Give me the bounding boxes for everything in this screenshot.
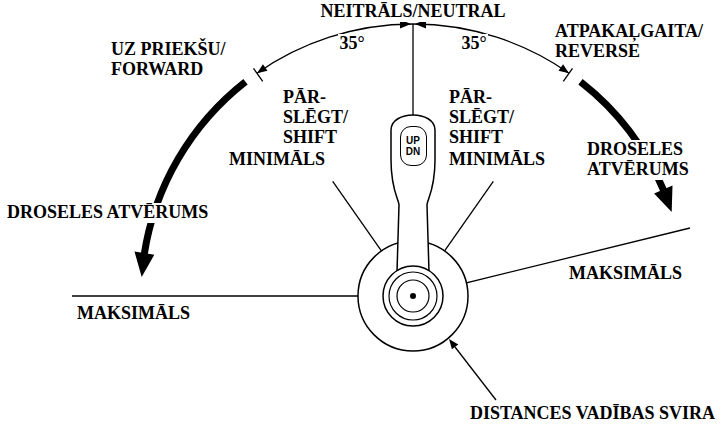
part-label: DROSELES ATVĒRUMS — [586, 140, 692, 180]
part-label: PĀR- SLĒGT/ SHIFT — [282, 88, 354, 147]
part-label: MAKSIMĀLS — [568, 264, 683, 284]
lever-handle — [391, 115, 435, 272]
part-label: UZ PRIEKŠU/ FORWARD — [110, 40, 240, 80]
leader-arrowhead — [449, 339, 458, 349]
lever-hub-ring — [397, 280, 429, 312]
part-label: PĀR- SLĒGT/ SHIFT — [448, 88, 520, 147]
part-label: DROSELES ATVĒRUMS — [6, 203, 209, 223]
part-label: DISTANCES VADĪBAS SVIRA — [469, 404, 716, 424]
part-label: MINIMĀLS — [448, 150, 546, 170]
throttle-arrowhead — [654, 186, 672, 212]
neutral-line — [412, 24, 413, 115]
part-label: 35° — [338, 34, 365, 54]
button-label: UP DN — [406, 135, 420, 157]
part-label: MINIMĀLS — [228, 150, 326, 170]
part-label: NEITRĀLS/NEUTRAL — [319, 2, 506, 22]
part-label: ATPAKAĻGAITA/ REVERSE — [554, 22, 716, 62]
lever-hub — [383, 266, 443, 326]
pivot-dot — [410, 293, 416, 299]
angle-arrowhead — [257, 64, 268, 73]
lever-hub-ring — [389, 272, 437, 320]
part-label: MAKSIMĀLS — [76, 304, 191, 324]
leader-line — [455, 347, 496, 400]
trim-button: UP DN — [400, 126, 427, 166]
throttle-arrowhead — [135, 252, 155, 277]
angle-arrowhead — [559, 64, 570, 73]
part-label: 35° — [460, 34, 487, 54]
